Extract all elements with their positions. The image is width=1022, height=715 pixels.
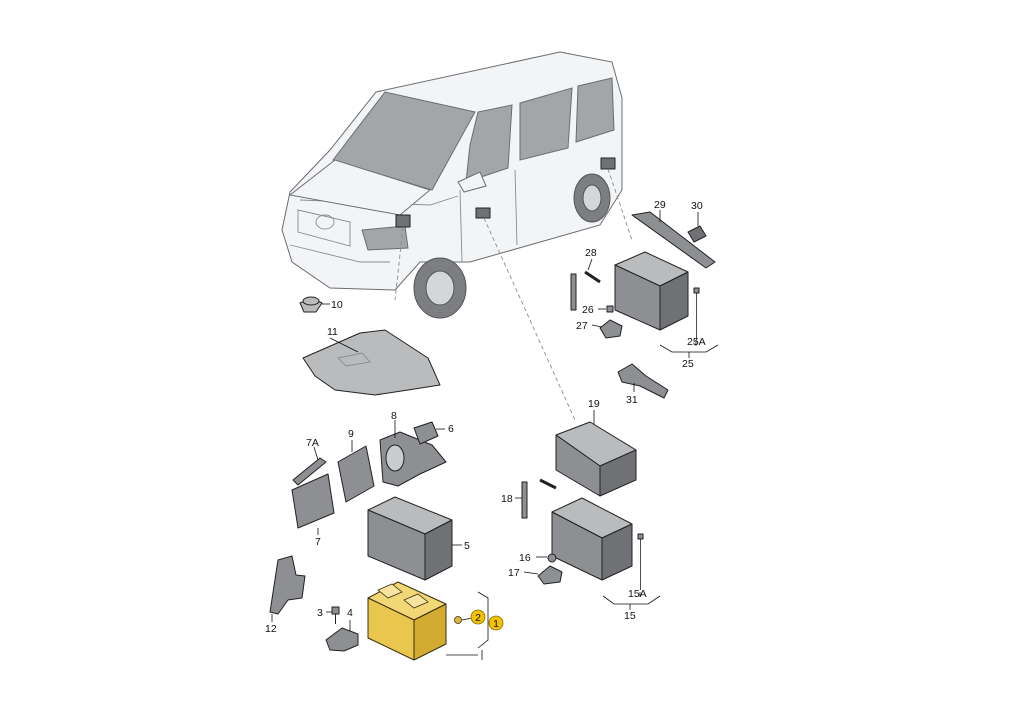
label-4[interactable]: 4 <box>347 607 353 619</box>
locator-middle <box>475 207 491 219</box>
part-30-cap[interactable] <box>687 225 707 243</box>
label-30[interactable]: 30 <box>691 200 703 212</box>
label-17[interactable]: 17 <box>508 567 520 579</box>
badge-2[interactable]: 2 <box>470 609 486 625</box>
label-16[interactable]: 16 <box>519 552 531 564</box>
bolt-25 <box>693 287 700 340</box>
label-3[interactable]: 3 <box>317 607 323 619</box>
part-10-clip[interactable] <box>299 296 323 313</box>
label-2: 2 <box>475 612 481 624</box>
badge-1[interactable]: 1 <box>488 615 504 631</box>
part-18-cable[interactable] <box>521 478 557 519</box>
label-7A[interactable]: 7A <box>306 437 319 449</box>
label-19[interactable]: 19 <box>588 398 600 410</box>
part-3-bolt[interactable] <box>331 606 340 624</box>
van-illustration <box>281 51 623 319</box>
part-5-battery[interactable] <box>367 496 453 581</box>
label-29[interactable]: 29 <box>654 199 666 211</box>
part-2-screw[interactable] <box>454 616 462 624</box>
part-27-clamp[interactable] <box>599 319 623 339</box>
label-11[interactable]: 11 <box>327 326 338 338</box>
part-17-clamp[interactable] <box>537 565 563 585</box>
part-25-battery[interactable] <box>614 251 689 331</box>
label-8[interactable]: 8 <box>391 410 397 422</box>
locator-front <box>395 214 411 228</box>
label-28[interactable]: 28 <box>585 247 597 259</box>
part-4-clamp[interactable] <box>325 627 359 652</box>
label-26[interactable]: 26 <box>582 304 594 316</box>
part-7A-strip[interactable] <box>292 457 327 486</box>
part-11-cover-panel[interactable] <box>302 329 441 396</box>
label-1: 1 <box>493 618 499 630</box>
label-7[interactable]: 7 <box>315 536 321 548</box>
label-15[interactable]: 15 <box>624 610 636 622</box>
label-10[interactable]: 10 <box>331 299 343 311</box>
label-15A[interactable]: 15A <box>628 588 647 600</box>
label-31[interactable]: 31 <box>626 394 638 406</box>
part-1-battery-selected[interactable] <box>367 581 447 661</box>
part-26-bolt[interactable] <box>606 305 614 313</box>
part-12-bracket[interactable] <box>269 555 306 615</box>
label-12[interactable]: 12 <box>265 623 277 635</box>
label-27[interactable]: 27 <box>576 320 588 332</box>
part-19-battery-cover[interactable] <box>555 421 637 497</box>
part-15-battery[interactable] <box>551 497 633 581</box>
bolt-15 <box>637 533 644 540</box>
label-9[interactable]: 9 <box>348 428 354 440</box>
label-5[interactable]: 5 <box>464 540 470 552</box>
label-25A[interactable]: 25A <box>687 336 706 348</box>
part-31-holder[interactable] <box>617 363 669 399</box>
callout-labels: 10 11 8 6 7A 9 7 5 12 3 4 2 1 28 29 30 2… <box>265 199 706 635</box>
locator-rear <box>600 157 616 170</box>
label-25[interactable]: 25 <box>682 358 694 370</box>
part-7-insulation[interactable] <box>291 473 335 529</box>
part-29-strip[interactable] <box>631 211 716 269</box>
label-6[interactable]: 6 <box>448 423 454 435</box>
part-28-cable[interactable] <box>570 270 601 311</box>
part-6-holder[interactable] <box>413 421 439 445</box>
part-16-nut[interactable] <box>547 553 557 563</box>
part-9-insulation[interactable] <box>337 445 375 503</box>
label-18[interactable]: 18 <box>501 493 513 505</box>
